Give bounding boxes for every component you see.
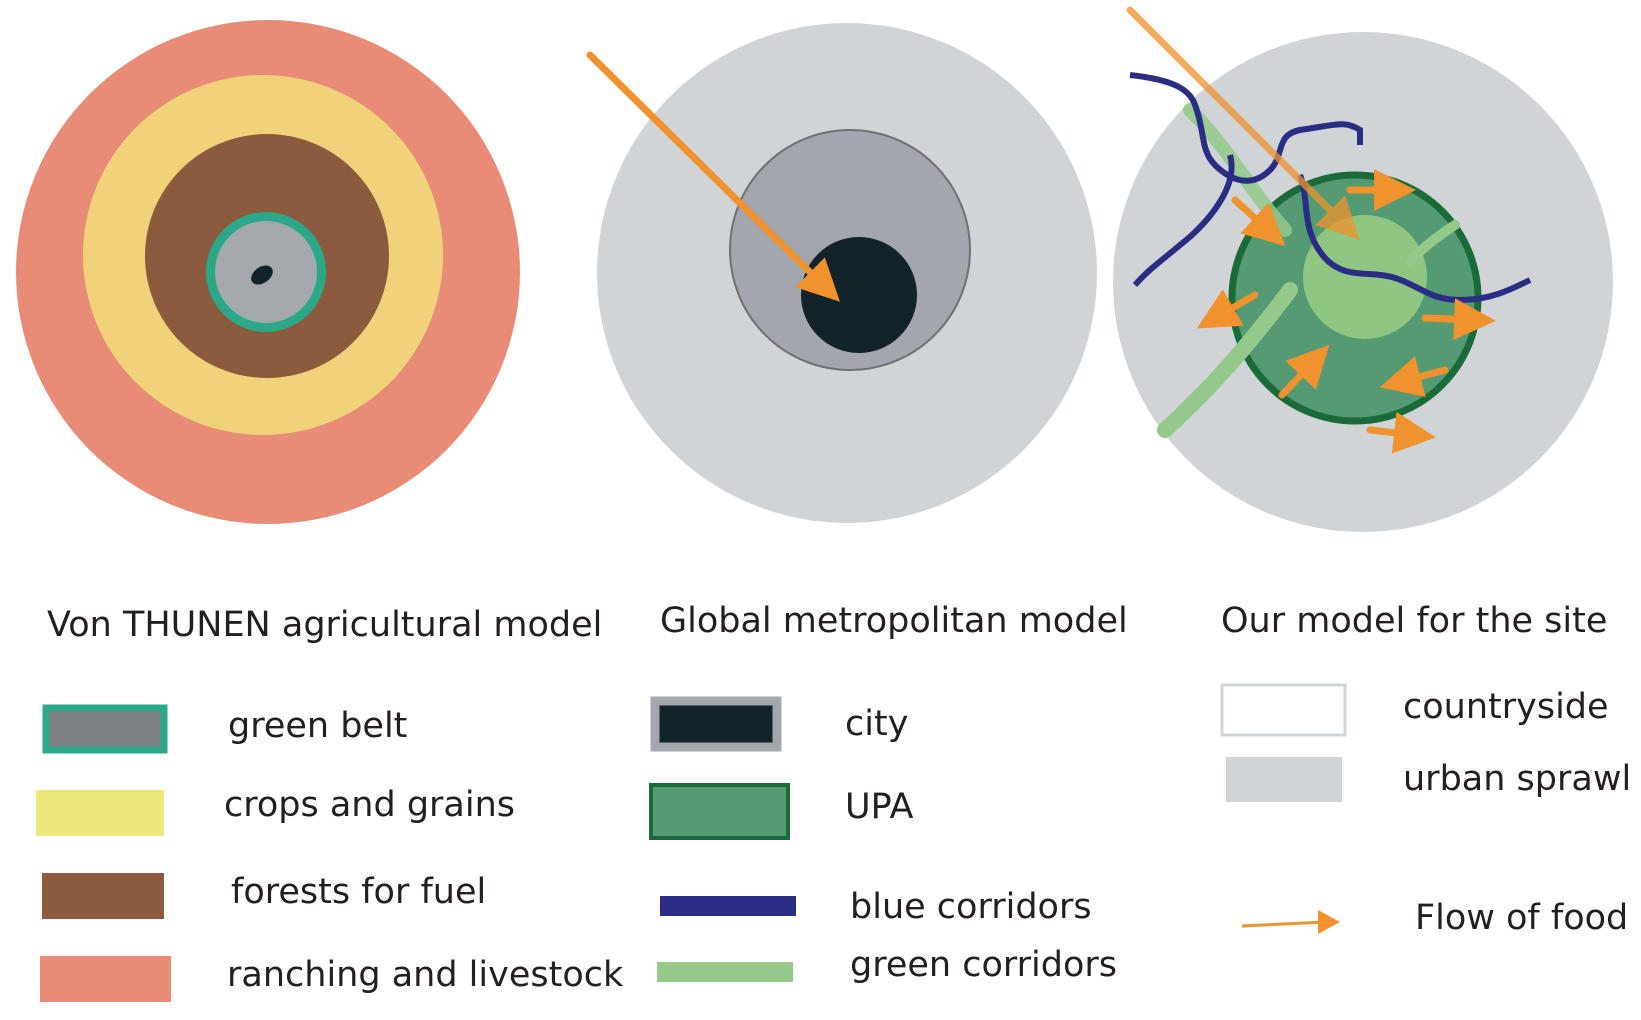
metropolitan-title: Global metropolitan model — [660, 601, 1128, 641]
legend-label-city: city — [845, 704, 909, 744]
food-flow-arrow-5 — [1278, 344, 1330, 399]
von-thunen-diagram — [16, 20, 520, 524]
legend-label-urban-sprawl: urban sprawl — [1403, 759, 1632, 799]
legend-label-countryside: countryside — [1403, 687, 1609, 727]
legend-label-forests: forests for fuel — [231, 872, 487, 912]
swatch-city — [650, 696, 782, 752]
food-flow-arrow-1 — [1231, 196, 1286, 247]
swatch-forests — [42, 873, 164, 919]
food-flow-arrow-6 — [1379, 356, 1449, 397]
site-model-diagram — [1113, 6, 1613, 532]
swatch-ranching — [40, 956, 171, 1002]
site-model-title: Our model for the site — [1221, 601, 1608, 641]
swatch-green-corridor — [657, 962, 793, 982]
upa-core — [1303, 215, 1427, 339]
legend-swatches — [36, 683, 1347, 1002]
blue-corridor-north — [1129, 72, 1363, 184]
town-core — [251, 265, 273, 285]
legend-label-green-belt: green belt — [228, 706, 408, 746]
food-inflow-arrow — [1126, 6, 1360, 240]
legend-label-blue-corridors: blue corridors — [850, 887, 1092, 927]
legend-label-flow-of-food: Flow of food — [1415, 898, 1629, 938]
blue-corridor-west — [1132, 154, 1235, 287]
swatch-food-arrow-head — [1318, 910, 1340, 934]
swatch-blue-corridor — [660, 896, 796, 916]
green-corridor-sw — [1157, 282, 1298, 438]
legend-label-ranching: ranching and livestock — [227, 955, 624, 995]
swatch-upa — [649, 783, 790, 840]
swatch-food-arrow-line — [1241, 920, 1326, 928]
city-core — [801, 237, 917, 353]
legend-label-upa: UPA — [845, 787, 914, 827]
metropolitan-diagram — [586, 23, 1097, 523]
food-flow-arrow-4 — [1421, 298, 1496, 341]
swatch-countryside — [1220, 683, 1347, 737]
food-flow-arrow-7 — [1366, 411, 1436, 454]
green-corridor-ne — [1405, 220, 1460, 267]
swatch-urban-sprawl — [1226, 757, 1342, 802]
legend-label-crops: crops and grains — [224, 785, 516, 825]
blue-corridor-east — [1297, 173, 1532, 304]
food-flow-arrow-3 — [1196, 289, 1259, 329]
von-thunen-title: Von THUNEN agricultural model — [47, 605, 603, 645]
swatch-crops — [36, 790, 164, 836]
legend-label-green-corridors: green corridors — [850, 945, 1118, 985]
swatch-green-belt — [42, 704, 168, 754]
food-flow-arrow — [586, 51, 840, 302]
